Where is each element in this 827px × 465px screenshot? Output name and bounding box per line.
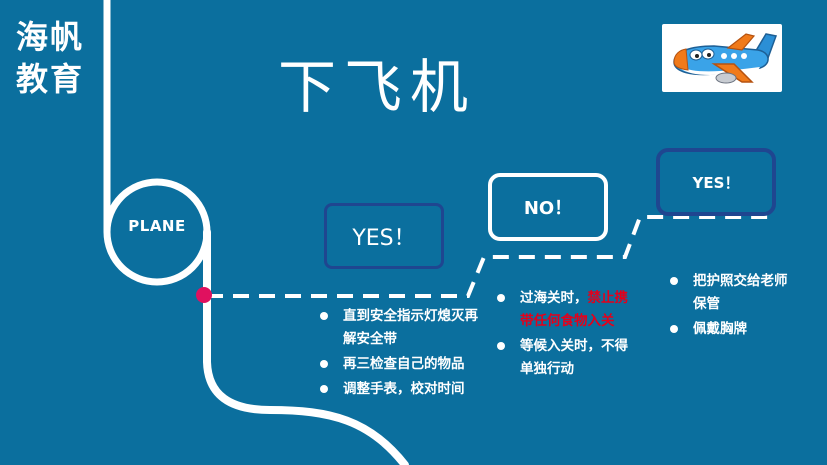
plane-circle-label: PLANE — [128, 217, 186, 235]
start-dot — [196, 287, 212, 303]
brand-logo: 海帆 教育 — [16, 16, 84, 100]
list-item-text: 过海关时， — [520, 290, 588, 306]
step1-bullet-list: 直到安全指示灯熄灭再解安全带 再三检查自己的物品 调整手表，校对时间 — [320, 305, 490, 401]
brand-line-1: 海帆 — [16, 18, 85, 56]
flow-line-bottom — [203, 228, 409, 465]
warning-text: 禁止携带任何食物入关 — [520, 290, 628, 329]
list-item: 直到安全指示灯熄灭再解安全带 — [320, 305, 490, 351]
list-item: 再三检查自己的物品 — [320, 353, 490, 376]
list-item: 过海关时，禁止携带任何食物入关 — [497, 287, 637, 333]
step2-bullet-list: 过海关时，禁止携带任何食物入关 等候入关时，不得单独行动 — [497, 287, 637, 381]
list-item: 调整手表，校对时间 — [320, 378, 490, 401]
list-item: 佩戴胸牌 — [670, 318, 795, 341]
airplane-cartoon-icon — [662, 24, 782, 92]
step-no-tag: NO！ — [488, 173, 608, 241]
list-item: 等候入关时，不得单独行动 — [497, 335, 637, 381]
step3-bullet-list: 把护照交给老师保管 佩戴胸牌 — [670, 270, 795, 341]
brand-line-2: 教育 — [16, 60, 85, 98]
dashed-step-path — [207, 215, 768, 298]
step-yes-tag-1: YES！ — [324, 203, 444, 269]
list-item: 把护照交给老师保管 — [670, 270, 795, 316]
step-yes-tag-2: YES！ — [656, 148, 776, 216]
slide-title: 下飞机 — [278, 53, 477, 121]
